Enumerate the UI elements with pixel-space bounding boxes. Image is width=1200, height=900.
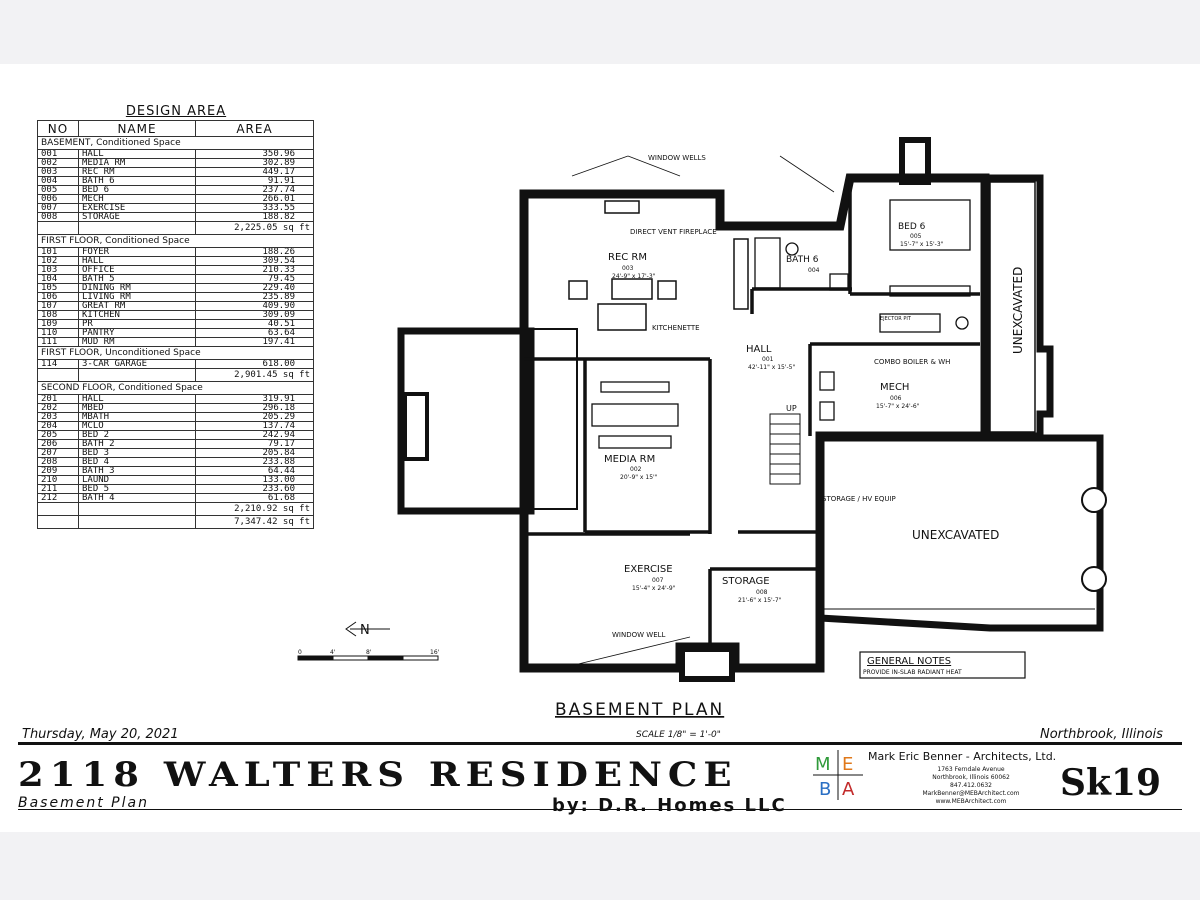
architect-email: MarkBenner@MEBArchitect.com (922, 790, 1020, 797)
room-bed-6-dims: 15'-7" x 15'-3" (900, 241, 944, 248)
room-mech-num: 006 (890, 395, 902, 402)
stairs (769, 413, 801, 485)
window-well-label: WINDOW WELL (612, 631, 666, 639)
logo-letter-a: A (842, 779, 855, 800)
builder-name: by: D.R. Homes LLC (552, 795, 787, 816)
unexcavated-side-label: UNEXCAVATED (1011, 267, 1025, 354)
basement-floor-plan: WINDOW WELLS DIRECT VENT FIREPLACE REC R… (297, 137, 1107, 720)
window-well-bottom-box (679, 646, 735, 682)
room-bed-6-num: 005 (910, 233, 922, 240)
scale-bar-0: 0 (298, 649, 302, 656)
room-storage-dims: 21'-6" x 15'-7" (738, 597, 782, 604)
sheet-number: Sk19 (1060, 762, 1162, 804)
bed-6-furniture (889, 199, 971, 297)
north-label: N (360, 623, 370, 638)
rec-room-furniture (568, 200, 749, 331)
architect-phone: 847.412.0632 (950, 782, 992, 789)
room-storage: STORAGE (722, 576, 770, 587)
architect-website: www.MEBArchitect.com (935, 798, 1007, 805)
north-arrow (345, 621, 390, 637)
room-mech-dims: 15'-7" x 24'-6" (876, 403, 920, 410)
unexcavated-side-wall (985, 174, 1054, 440)
sump-label: EJECTOR PIT (880, 316, 912, 322)
unexcavated-side-inner (989, 181, 1036, 433)
design-area-table: NO NAME AREA BASEMENT, Conditioned Space… (37, 120, 314, 529)
project-title: 2118 WALTERS RESIDENCE (18, 754, 738, 795)
storage-equip-label: STORAGE / HV EQUIP (822, 495, 896, 503)
section-total-row: 2,225.05 sq ft (37, 221, 314, 235)
west-foundation (397, 327, 578, 515)
architect-contact: 1763 Ferndale Avenue Northbrook, Illinoi… (896, 766, 1046, 806)
room-exercise: EXERCISE (624, 564, 673, 575)
up-label: UP (786, 404, 797, 413)
general-notes-title: GENERAL NOTES (867, 656, 951, 667)
title-block-rule-top (18, 742, 1182, 745)
general-notes-text: PROVIDE IN-SLAB RADIANT HEAT (863, 669, 962, 676)
logo-letter-e: E (842, 754, 853, 775)
room-storage-num: 008 (756, 589, 768, 596)
room-media-rm-num: 002 (630, 466, 642, 473)
design-area-title: DESIGN AREA (125, 104, 227, 119)
drawing-scale: SCALE 1/8" = 1'-0" (636, 730, 721, 740)
architect-logo: M E B A (813, 750, 863, 800)
scale-bar (297, 655, 439, 661)
room-exercise-dims: 15'-4" x 24'-9" (632, 585, 676, 592)
room-exercise-num: 007 (652, 577, 664, 584)
window-wells-label: WINDOW WELLS (648, 154, 706, 162)
window-circle-upper (1081, 487, 1107, 513)
logo-letter-b: B (819, 779, 831, 800)
room-hall: HALL (746, 344, 772, 355)
room-hall-dims: 42'-11" x 15'-5" (748, 364, 795, 371)
window-circle-lower (1081, 566, 1107, 592)
architect-address: 1763 Ferndale Avenue (937, 766, 1005, 773)
fireplace-label: DIRECT VENT FIREPLACE (630, 228, 717, 236)
drawing-date: Thursday, May 20, 2021 (22, 727, 179, 742)
section-total-row: 2,901.45 sq ft (37, 368, 314, 382)
room-rec-rm: REC RM (608, 252, 647, 263)
scale-bar-8: 8' (366, 649, 372, 656)
chimney (899, 137, 931, 185)
architect-name: Mark Eric Benner - Architects, Ltd. (868, 750, 1057, 763)
room-rec-rm-num: 003 (622, 265, 634, 272)
room-mech: MECH (880, 382, 909, 393)
project-location: Northbrook, Illinois (1040, 727, 1163, 742)
kitchenette-label: KITCHENETTE (652, 324, 700, 332)
drawing-sheet: DESIGN AREA NO NAME AREA BASEMENT, Condi… (0, 64, 1200, 832)
title-block-rule-bottom (18, 809, 1182, 810)
boiler-label: COMBO BOILER & WH (874, 358, 950, 366)
unexcavated-main-wall (819, 434, 1104, 632)
room-bath-6: BATH 6 (786, 255, 819, 265)
bath-fixtures (754, 237, 849, 291)
room-bath-6-num: 004 (808, 267, 820, 274)
table-header-row: NO NAME AREA (37, 120, 314, 137)
media-room-seating (591, 381, 679, 449)
sheet-subtitle: Basement Plan (18, 795, 149, 811)
plan-title: BASEMENT PLAN (555, 700, 724, 720)
room-media-rm-dims: 20'-9" x 15'" (620, 474, 658, 481)
window-well-leaders (569, 155, 835, 667)
room-hall-num: 001 (762, 356, 774, 363)
unexcavated-main-label: UNEXCAVATED (912, 528, 999, 542)
room-media-rm: MEDIA RM (604, 454, 655, 465)
scale-bar-4: 4' (330, 649, 336, 656)
room-rec-rm-dims: 24'-9" x 17'-3" (612, 273, 656, 280)
grand-total: 7,347.42 sq ft (195, 515, 314, 529)
interior-walls (524, 178, 980, 647)
room-bed-6: BED 6 (898, 222, 926, 232)
scale-bar-16: 16' (430, 649, 440, 656)
grand-total-row: 7,347.42 sq ft (37, 515, 314, 529)
general-notes-box: GENERAL NOTES PROVIDE IN-SLAB RADIANT HE… (859, 651, 1026, 679)
header-name: NAME (78, 120, 196, 137)
mech-equipment (819, 313, 969, 421)
architect-city: Northbrook, Illinois 60062 (932, 774, 1010, 781)
logo-letter-m: M (815, 754, 831, 775)
